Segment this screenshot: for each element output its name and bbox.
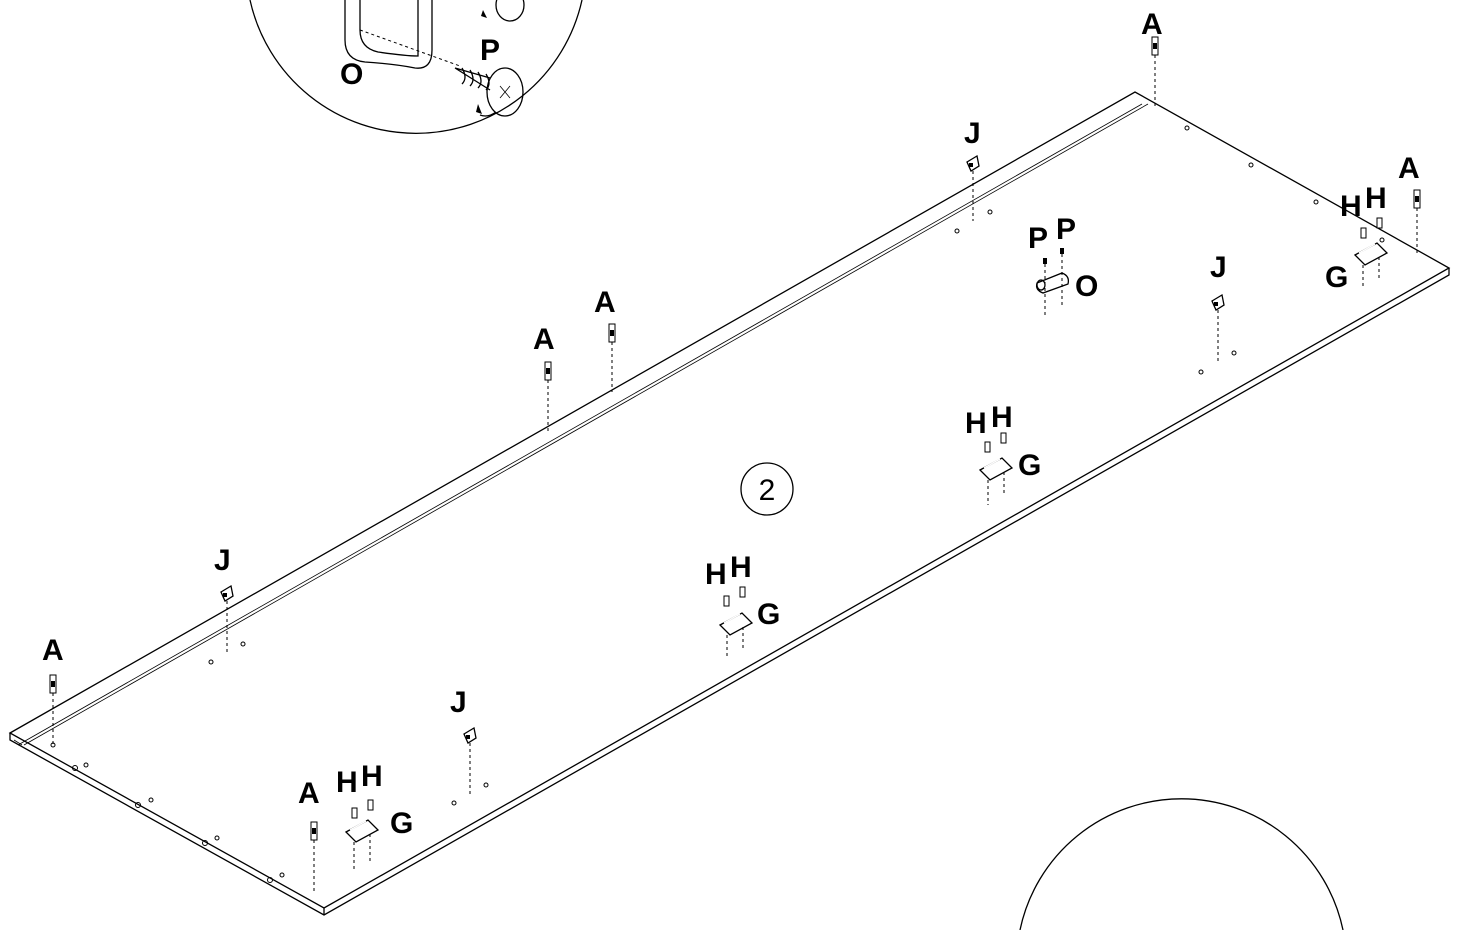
panel-board [8, 91, 1451, 916]
label-a-1: A [42, 634, 64, 667]
label-a-2: A [533, 323, 555, 356]
support-j-2: J [450, 686, 477, 795]
hinge-plate-group-3: H H G [965, 401, 1041, 505]
dowel-a-1: A [42, 634, 64, 745]
support-j-3: J [964, 117, 981, 221]
label-h-1: H [336, 766, 358, 799]
hinge-plate-group-4: H H G [1325, 182, 1389, 294]
label-screw-p: P [480, 34, 500, 67]
screw-p-detail [454, 0, 525, 117]
step-number: 2 [759, 474, 776, 507]
label-a-5: A [1398, 152, 1420, 185]
label-h-7: H [1340, 190, 1362, 223]
label-a-4: A [1141, 8, 1163, 41]
label-h-2: H [361, 760, 383, 793]
bracket-o-detail [344, 0, 461, 69]
bracket-o-assembly: P P O [1028, 213, 1098, 318]
label-h-5: H [965, 407, 987, 440]
label-bracket-o: O [340, 58, 363, 91]
label-h-6: H [991, 401, 1013, 434]
label-h-8: H [1365, 182, 1387, 215]
support-j-1: J [214, 544, 234, 653]
label-o-1: O [1075, 270, 1098, 303]
hinge-plate-group-2: H H G [705, 551, 780, 657]
label-g-4: G [1325, 261, 1348, 294]
panel-holes [50, 125, 1385, 883]
label-p-2: P [1056, 213, 1076, 246]
support-j-4: J [1210, 251, 1227, 362]
label-g-2: G [757, 598, 780, 631]
label-j-4: J [1210, 251, 1227, 284]
dowel-a-6: A [298, 777, 320, 893]
dowel-a-4: A [1141, 8, 1163, 106]
dowel-a-2: A [533, 323, 555, 432]
label-g-3: G [1018, 449, 1041, 482]
label-j-3: J [964, 117, 981, 150]
label-a-6: A [298, 777, 320, 810]
dowel-a-3: A [594, 286, 616, 392]
label-a-3: A [594, 286, 616, 319]
label-h-3: H [705, 558, 727, 591]
detail-circle-bottom [1019, 798, 1344, 931]
hinge-plate-group-1: H H G [336, 760, 413, 872]
step-indicator: 2 [740, 462, 794, 516]
label-p-1: P [1028, 222, 1048, 255]
detail-circle-top: O P [249, 0, 583, 134]
dowel-a-5: A [1398, 152, 1421, 256]
label-h-4: H [730, 551, 752, 584]
label-j-1: J [214, 544, 231, 577]
label-g-1: G [390, 807, 413, 840]
label-j-2: J [450, 686, 467, 719]
